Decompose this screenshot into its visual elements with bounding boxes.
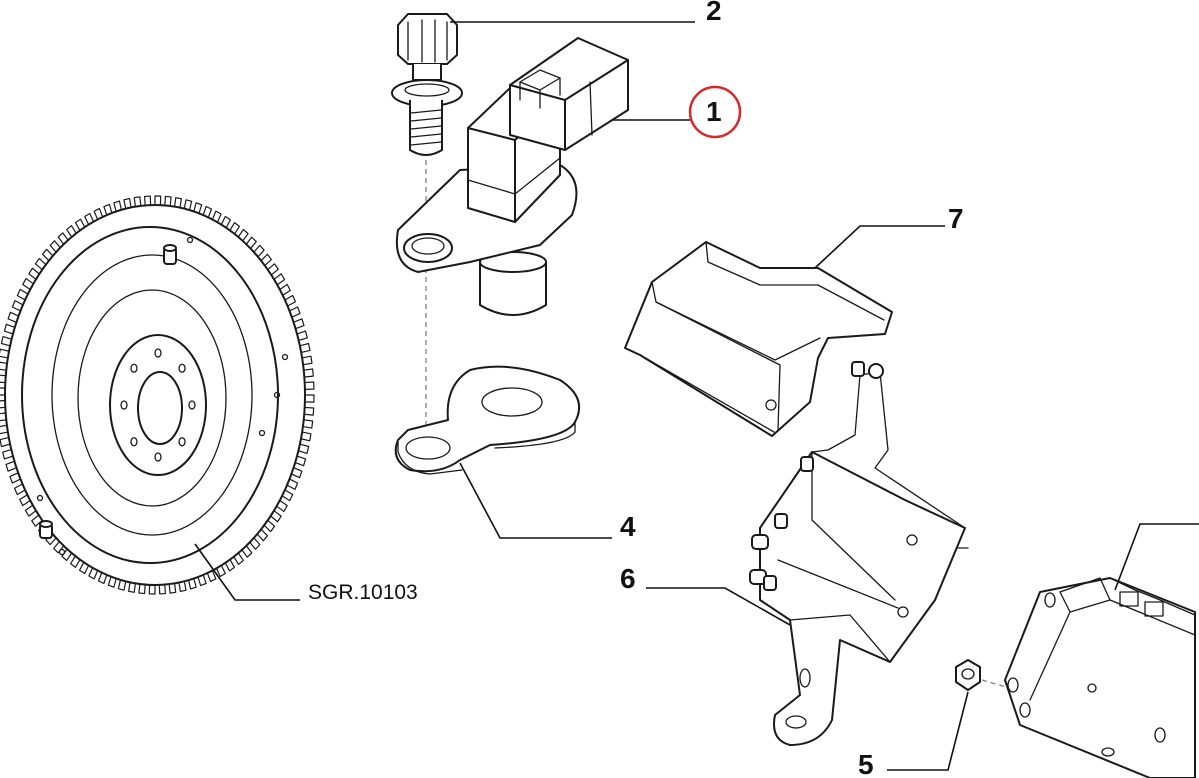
callout-6[interactable]: 6: [620, 563, 636, 594]
flywheel: [0, 195, 315, 595]
diagram-reference-code: SGR.10103: [308, 581, 418, 604]
reference-leader-line: [194, 543, 300, 601]
part-7-cover: [624, 241, 893, 437]
ecu-leader: [1114, 523, 1199, 591]
callout-2[interactable]: 2: [706, 0, 722, 26]
callout-7[interactable]: 7: [948, 203, 964, 234]
highlight-ring: [688, 85, 742, 139]
callout-6-leader: [646, 587, 791, 626]
flywheel-bolt-holes: [120, 348, 196, 462]
callout-7-leader: [814, 225, 945, 269]
callout-5-leader: [887, 691, 969, 771]
part-1-camshaft-sensor: [396, 37, 629, 316]
callout-5[interactable]: 5: [858, 749, 874, 778]
part-6-bracket: [749, 361, 969, 746]
part-5-nut: [955, 659, 981, 691]
callout-4-leader: [459, 462, 612, 539]
part-4-spacer: [394, 365, 580, 475]
callout-4[interactable]: 4: [620, 511, 636, 542]
ecu-module: [1004, 577, 1196, 778]
callout-1[interactable]: 1: [706, 96, 722, 127]
part-2-bolt: [391, 13, 463, 156]
